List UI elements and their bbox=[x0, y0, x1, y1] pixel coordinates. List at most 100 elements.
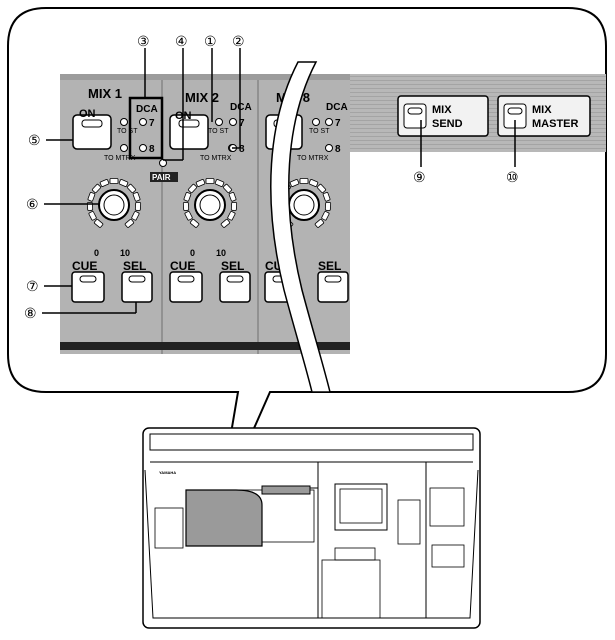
dca-label: DCA bbox=[136, 104, 158, 115]
dca-7-label: 7 bbox=[149, 118, 155, 129]
dca-8-label: 8 bbox=[239, 144, 245, 155]
sel-label: SEL bbox=[123, 259, 146, 273]
scale-min: 0 bbox=[94, 248, 99, 258]
dca-box bbox=[128, 96, 164, 160]
encoder-led-segment bbox=[131, 211, 140, 221]
encoder-led-segment bbox=[109, 178, 119, 184]
to-st-led bbox=[120, 118, 128, 126]
to-st-label: TO ST bbox=[117, 128, 138, 135]
strip-title: MIX 2 bbox=[185, 90, 219, 105]
encoder-led-segment bbox=[93, 218, 104, 228]
encoder-led-segment bbox=[322, 192, 331, 202]
encoder-led-segment bbox=[214, 179, 225, 187]
encoder-led-segment bbox=[88, 211, 97, 221]
scale-max: 10 bbox=[216, 248, 226, 258]
callout-1: ① bbox=[204, 33, 217, 49]
on-led bbox=[81, 119, 103, 128]
mix-master-label-1: MIX bbox=[532, 104, 552, 116]
encoder-led-segment bbox=[314, 218, 325, 228]
encoder-led-segment bbox=[126, 183, 137, 194]
to-st-label: TO ST bbox=[208, 128, 229, 135]
encoder-led-segment bbox=[220, 218, 231, 228]
callout-2: ② bbox=[232, 33, 245, 49]
rotary-encoder-ring bbox=[182, 178, 238, 228]
encoder-led-segment bbox=[227, 211, 236, 221]
dca-7-label: 7 bbox=[239, 118, 245, 129]
callout-4: ④ bbox=[175, 33, 188, 49]
encoder-led-segment bbox=[222, 183, 233, 194]
encoder-led-segment bbox=[316, 183, 327, 194]
scale-min: 0 bbox=[190, 248, 195, 258]
encoder-led-segment bbox=[87, 192, 96, 202]
console-overview: YAMAHA bbox=[142, 427, 481, 629]
dca-8-label: 8 bbox=[335, 144, 341, 155]
callout-5: ⑤ bbox=[28, 132, 41, 148]
encoder-led-segment bbox=[187, 183, 198, 194]
pair-badge bbox=[150, 172, 178, 182]
encoder-led-segment bbox=[124, 218, 135, 228]
to-st-led bbox=[312, 118, 320, 126]
sel-label: SEL bbox=[221, 259, 244, 273]
to-mtrx-label: TO MTRX bbox=[104, 155, 136, 162]
callout-9: ⑨ bbox=[413, 169, 426, 185]
to-mtrx-label: TO MTRX bbox=[297, 155, 329, 162]
to-mtrx-led bbox=[120, 144, 128, 152]
callout-leaders bbox=[42, 48, 516, 314]
pair-label: PAIR bbox=[152, 173, 171, 182]
encoder-led-segment bbox=[308, 179, 319, 187]
dca-led-7 bbox=[139, 118, 147, 126]
zoom-callout: MIX 1 ON TO ST TO MTRX DCA 7 8 0 10 CUE … bbox=[7, 7, 607, 511]
encoder-led-segment bbox=[118, 179, 129, 187]
encoder-led-segment bbox=[195, 179, 206, 187]
encoder-led-segment bbox=[182, 201, 190, 211]
display-screen bbox=[334, 483, 388, 531]
encoder-led-segment bbox=[99, 179, 110, 187]
encoder-led-segment bbox=[324, 201, 332, 211]
brand-logo: YAMAHA bbox=[159, 470, 176, 475]
strip-mix-1: MIX 1 ON TO ST TO MTRX DCA 7 8 0 10 CUE … bbox=[71, 86, 164, 303]
encoder-led-segment bbox=[184, 211, 193, 221]
encoder-led-segment bbox=[132, 192, 141, 202]
callout-10: ⑩ bbox=[506, 169, 519, 185]
encoder-led-segment bbox=[289, 179, 300, 187]
callout-3: ③ bbox=[137, 33, 150, 49]
strip-title: MIX 1 bbox=[88, 86, 122, 101]
dca-label: DCA bbox=[230, 102, 252, 113]
dca-led-7 bbox=[229, 118, 237, 126]
encoder-led-segment bbox=[228, 192, 237, 202]
encoder-led-segment bbox=[183, 192, 192, 202]
callout-7: ⑦ bbox=[26, 278, 39, 294]
strip-mix-2: MIX 2 ON TO ST TO MTRX DCA 7 8 0 10 CUE … bbox=[169, 90, 252, 303]
on-label: ON bbox=[79, 108, 96, 120]
dca-8-label: 8 bbox=[149, 144, 155, 155]
mix-send-label-2: SEND bbox=[432, 118, 463, 130]
dca-7-label: 7 bbox=[335, 118, 341, 129]
encoder-led-segment bbox=[91, 183, 102, 194]
callout-6: ⑥ bbox=[26, 196, 39, 212]
strip-break bbox=[270, 61, 331, 393]
cue-label: CUE bbox=[170, 259, 195, 273]
callout-numbers: ① ② ③ ④ ⑤ ⑥ ⑦ ⑧ ⑨ ⑩ bbox=[24, 33, 519, 321]
encoder-led-segment bbox=[321, 211, 330, 221]
encoder-led-segment bbox=[205, 178, 215, 184]
scale-max: 10 bbox=[120, 248, 130, 258]
to-mtrx-label: TO MTRX bbox=[200, 155, 232, 162]
encoder-led-segment bbox=[230, 201, 238, 211]
encoder-led-segment bbox=[134, 201, 142, 211]
cue-label: CUE bbox=[72, 259, 97, 273]
dca-led-8 bbox=[139, 144, 147, 152]
mix-send-section: MIX SEND bbox=[397, 95, 489, 137]
to-st-label: TO ST bbox=[309, 128, 330, 135]
console-outline bbox=[142, 427, 481, 629]
to-st-led bbox=[215, 118, 223, 126]
encoder-led-segment bbox=[189, 218, 200, 228]
mix-master-section: MIX MASTER bbox=[497, 95, 591, 137]
to-mtrx-led bbox=[325, 144, 333, 152]
callout-8: ⑧ bbox=[24, 305, 37, 321]
dca-led-7 bbox=[325, 118, 333, 126]
mix-send-label-1: MIX bbox=[432, 104, 452, 116]
encoder-led-segment bbox=[299, 178, 309, 184]
highlighted-region bbox=[185, 489, 263, 547]
sel-label: SEL bbox=[318, 259, 341, 273]
